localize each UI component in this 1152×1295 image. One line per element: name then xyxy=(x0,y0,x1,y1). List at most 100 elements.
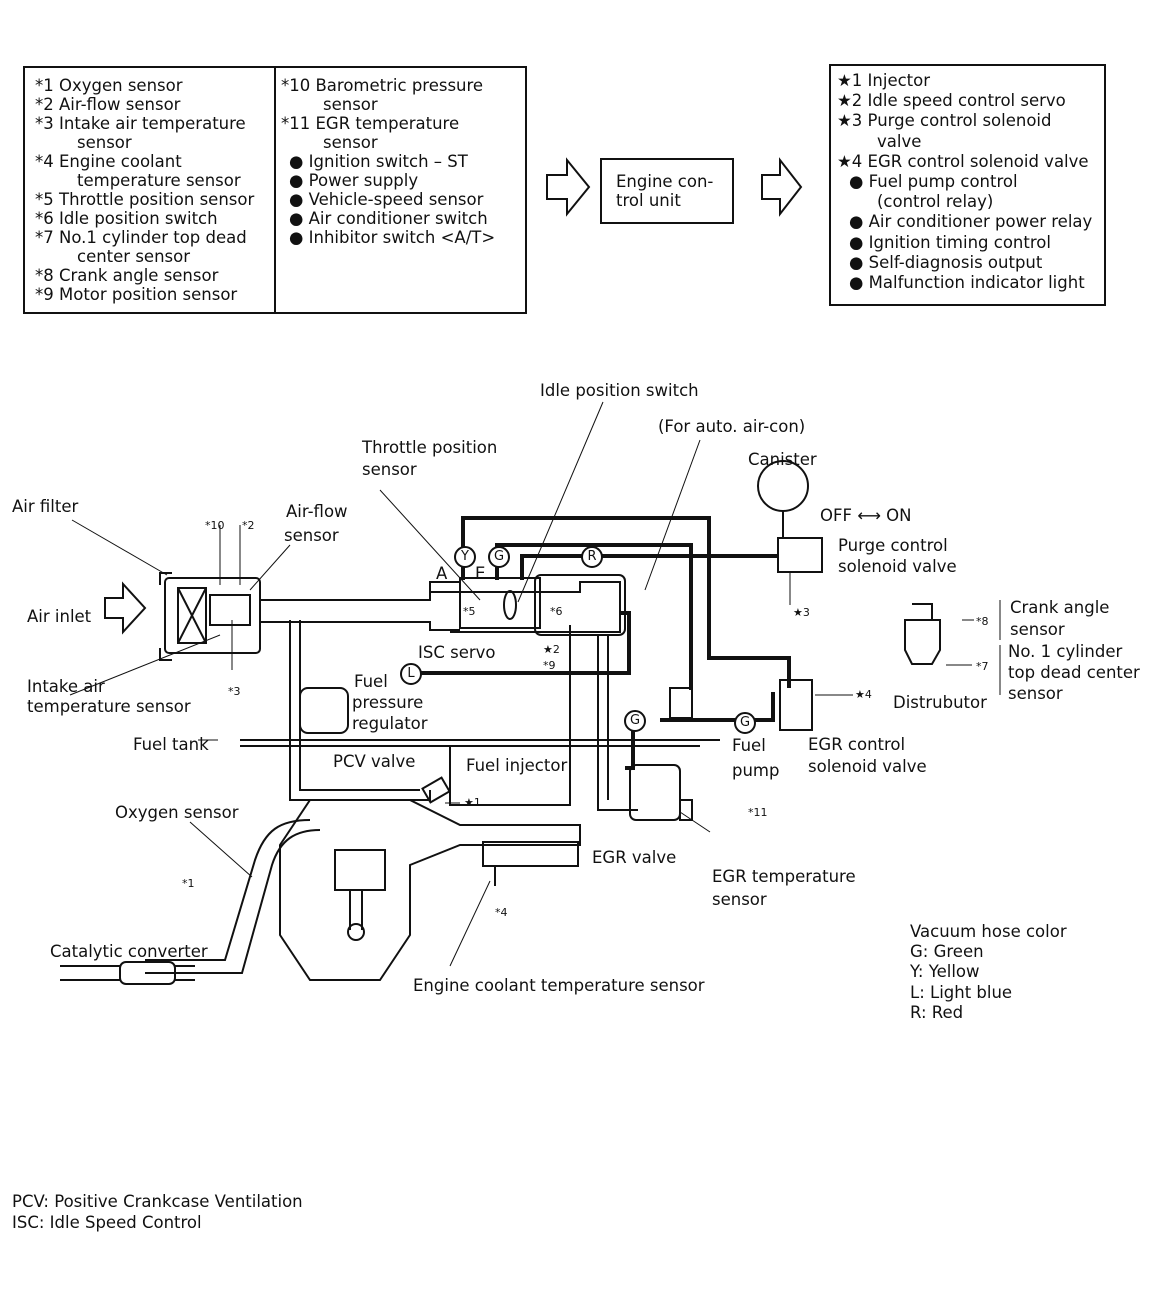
ref-mark: *10 xyxy=(205,519,225,532)
throttle-body xyxy=(459,577,541,629)
output-item: ● Self-diagnosis output xyxy=(849,252,1043,272)
label-tdc: top dead center xyxy=(1008,663,1140,682)
label-ects: Engine coolant temperature sensor xyxy=(413,976,705,995)
label-egr-temp: EGR temperature xyxy=(712,867,856,886)
ecu-label-2: trol unit xyxy=(616,191,681,210)
catalytic-converter xyxy=(119,961,176,985)
footnote-isc: ISC: Idle Speed Control xyxy=(12,1213,202,1232)
ref-mark: *9 xyxy=(543,659,556,672)
label-crank: Crank angle xyxy=(1010,598,1110,617)
label-distributor: Distrubutor xyxy=(893,693,987,712)
input-item: *7 No.1 cylinder top dead xyxy=(35,228,247,247)
label-auto-aircon: (For auto. air-con) xyxy=(658,417,806,436)
label-tdc: No. 1 cylinder xyxy=(1008,642,1123,661)
ecu-box: Engine con- trol unit xyxy=(600,158,734,224)
fuel-pressure-regulator xyxy=(299,687,349,734)
output-item: ● Fuel pump control xyxy=(849,172,1018,192)
label-fpr: pressure xyxy=(352,693,424,712)
ref-mark: *4 xyxy=(495,906,508,919)
input-list-right: *10 Barometric pressure sensor *11 EGR t… xyxy=(281,76,495,247)
label-egr-solenoid: EGR control xyxy=(808,735,906,754)
hose-tag-y: Y xyxy=(454,546,476,568)
label-fpr: Fuel xyxy=(354,672,388,691)
ref-mark: *11 xyxy=(748,806,768,819)
input-item: *2 Air-flow sensor xyxy=(35,95,181,114)
label-tdc: sensor xyxy=(1008,684,1063,703)
input-item: *10 Barometric pressure xyxy=(281,76,484,95)
ecu-label-1: Engine con- xyxy=(616,172,714,191)
label-off-on: OFF ⟷ ON xyxy=(820,506,912,525)
input-item: *6 Idle position switch xyxy=(35,209,218,228)
output-item: ★3 Purge control solenoid xyxy=(837,111,1052,131)
input-item: ● Vehicle-speed sensor xyxy=(289,190,484,209)
hose-tag-g: G xyxy=(734,712,756,734)
vacuum-hose-green-egr xyxy=(625,720,635,770)
legend-item: L: Light blue xyxy=(910,983,1013,1002)
output-item: ★2 Idle speed control servo xyxy=(837,91,1066,111)
purge-valve xyxy=(777,537,823,573)
label-fuel-pump: pump xyxy=(732,761,780,780)
label-air-inlet: Air inlet xyxy=(27,607,92,626)
input-item: sensor xyxy=(323,95,378,114)
hose-tag-l: L xyxy=(400,663,422,685)
label-o2: Oxygen sensor xyxy=(115,803,239,822)
label-crank: sensor xyxy=(1010,620,1065,639)
arrow-to-ecu-icon xyxy=(546,157,591,217)
input-item: *8 Crank angle sensor xyxy=(35,266,219,285)
ref-mark: ★1 xyxy=(464,796,481,809)
ref-mark: *6 xyxy=(550,605,563,618)
ref-mark: *7 xyxy=(976,660,989,673)
label-egr-solenoid: solenoid valve xyxy=(808,757,927,776)
exhaust-pipe xyxy=(145,819,321,974)
hose-tag-g: G xyxy=(624,710,646,732)
label-tps: sensor xyxy=(362,460,417,479)
label-port-e: E xyxy=(475,564,486,583)
label-egr-temp: sensor xyxy=(712,890,767,909)
distributor xyxy=(904,603,941,665)
input-item: *5 Throttle position sensor xyxy=(35,190,255,209)
label-catalytic: Catalytic converter xyxy=(50,942,208,961)
ref-mark: ★4 xyxy=(855,688,872,701)
output-item: ★4 EGR control solenoid valve xyxy=(837,151,1089,171)
input-item: *3 Intake air temperature xyxy=(35,114,246,133)
air-inlet-arrow-icon xyxy=(104,581,147,635)
ref-mark: ★2 xyxy=(543,643,560,656)
label-idle-switch: Idle position switch xyxy=(540,381,699,400)
ref-mark: *1 xyxy=(182,877,195,890)
air-flow-sensor xyxy=(209,594,251,626)
input-item: sensor xyxy=(323,133,378,152)
ref-mark: *3 xyxy=(228,685,241,698)
label-iat: temperature sensor xyxy=(27,697,191,716)
label-air-filter: Air filter xyxy=(12,497,79,516)
input-item: *11 EGR temperature xyxy=(281,114,460,133)
label-isc: ISC servo xyxy=(418,643,496,662)
arrow-from-ecu-icon xyxy=(761,157,803,217)
legend-item: Y: Yellow xyxy=(910,962,980,981)
input-item: sensor xyxy=(77,133,132,152)
input-item: ● Power supply xyxy=(289,171,419,190)
ref-mark: *5 xyxy=(463,605,476,618)
air-filter xyxy=(164,577,261,654)
piston xyxy=(334,849,386,891)
vacuum-hose-yellow xyxy=(461,516,791,688)
input-item: *4 Engine coolant xyxy=(35,152,182,171)
fuel-line xyxy=(240,739,720,747)
input-list-left: *1 Oxygen sensor *2 Air-flow sensor *3 I… xyxy=(35,76,254,304)
label-air-flow: sensor xyxy=(284,526,339,545)
egr-control-solenoid-valve xyxy=(779,679,813,731)
vacuum-hose-red xyxy=(520,554,777,580)
input-item: ● Ignition switch – ST xyxy=(289,152,468,171)
label-injector: Fuel injector xyxy=(466,756,568,775)
throttle-valve xyxy=(503,590,517,620)
hose-tag-g: G xyxy=(488,546,510,568)
output-item: (control relay) xyxy=(877,192,994,212)
label-fuel-tank: Fuel tank xyxy=(133,735,209,754)
output-item: valve xyxy=(877,131,922,151)
input-item: ● Air conditioner switch xyxy=(289,209,488,228)
egr-valve xyxy=(629,764,681,821)
hose-tag-r: R xyxy=(581,546,603,568)
label-purge: Purge control xyxy=(838,536,948,555)
label-port-a: A xyxy=(436,564,448,583)
